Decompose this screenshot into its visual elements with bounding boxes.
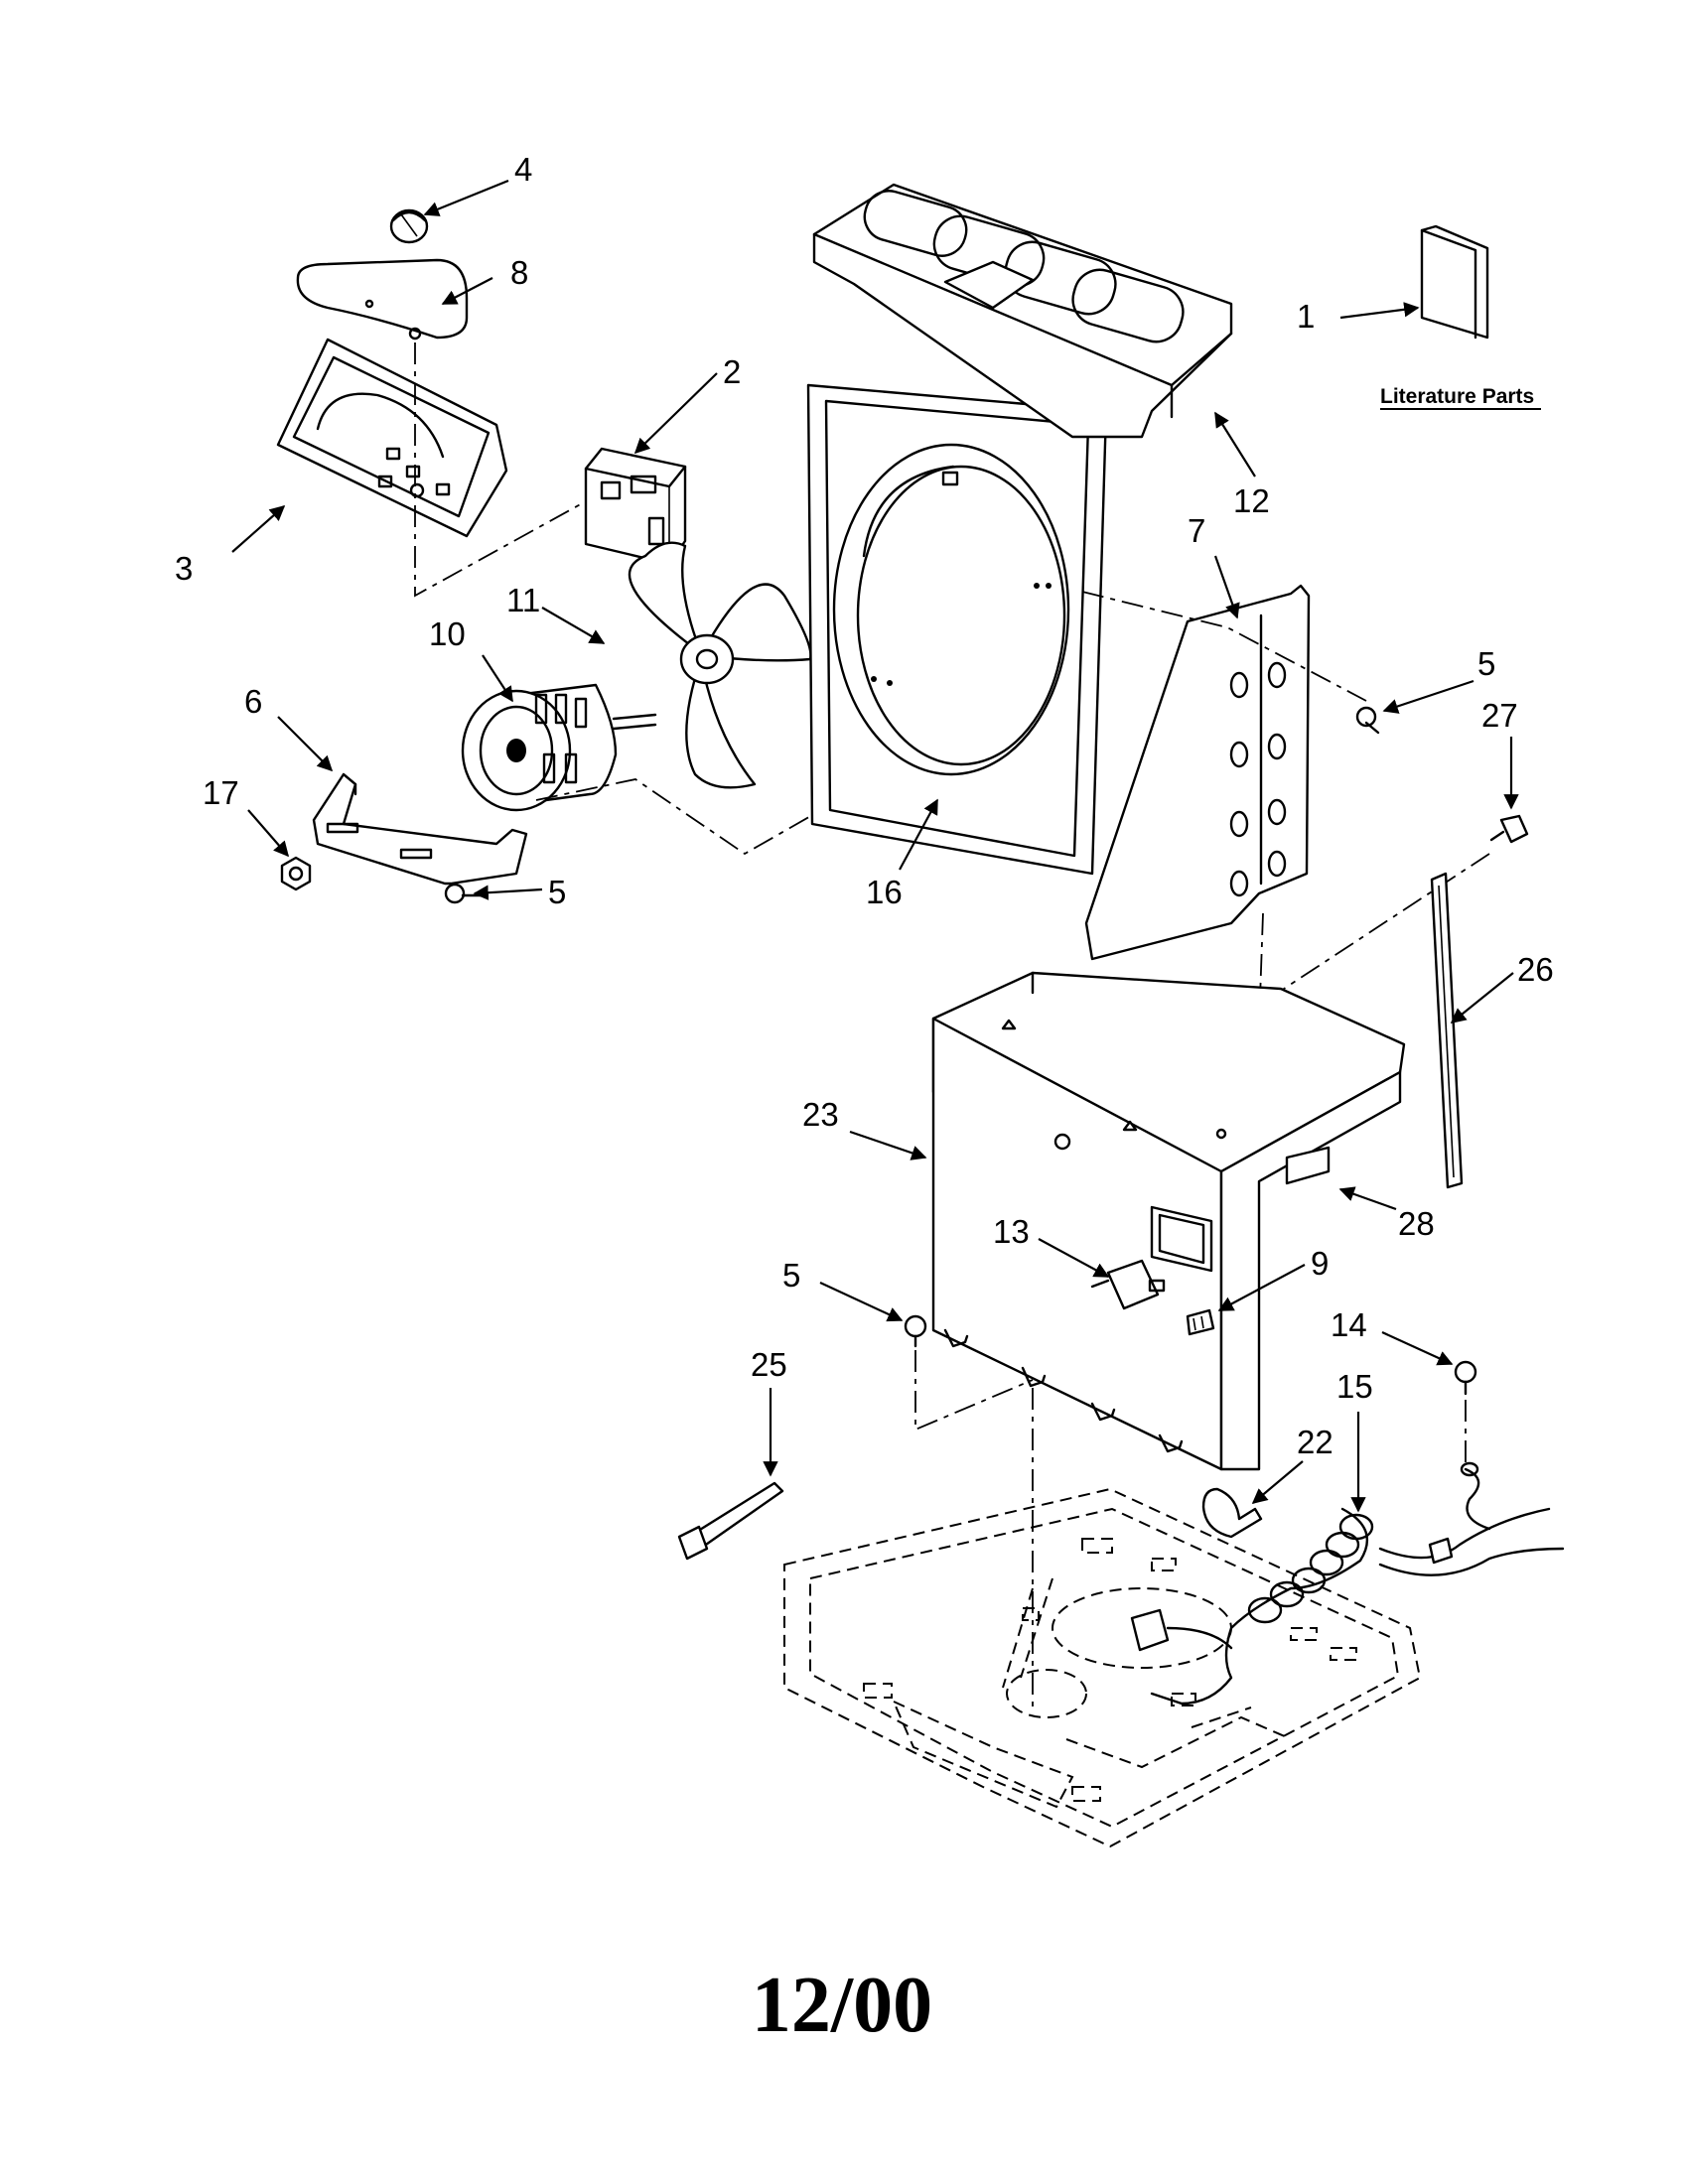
- part-screw-c: [904, 1314, 927, 1348]
- part-control-panel-housing: [276, 338, 508, 538]
- callout-8: 8: [510, 254, 528, 291]
- part-knob: [389, 208, 429, 244]
- callout-9: 9: [1311, 1245, 1329, 1282]
- callout-5-cabinet: 5: [782, 1257, 800, 1294]
- part-fan-blade: [628, 541, 812, 789]
- part-literature: [1420, 224, 1489, 340]
- callout-26: 26: [1517, 951, 1554, 988]
- callout-14: 14: [1331, 1306, 1367, 1343]
- part-motor-bracket: [312, 772, 528, 886]
- part-cable-tie: [677, 1481, 784, 1561]
- part-base-pan: [783, 1487, 1422, 1848]
- part-fan-shroud: [806, 383, 1108, 876]
- part-power-cord: [1130, 1461, 1565, 1706]
- part-switch: [584, 447, 687, 566]
- part-partition: [1084, 584, 1311, 961]
- part-screw-27: [1489, 814, 1529, 844]
- callout-16: 16: [866, 874, 903, 910]
- callout-12: 12: [1233, 482, 1270, 519]
- part-control-overlay: [296, 258, 469, 341]
- callout-6: 6: [244, 683, 262, 720]
- callout-4: 4: [514, 151, 532, 188]
- part-screw-b: [1355, 706, 1380, 735]
- callout-13: 13: [993, 1213, 1030, 1250]
- part-clamp-22: [1201, 1487, 1263, 1539]
- callout-5-partition: 5: [1477, 645, 1495, 682]
- callout-labels: 4 8 2 3 11 10 6 17 5 16 12 1 7 5 27 26 2…: [175, 151, 1554, 1460]
- part-label-28: [1285, 1146, 1331, 1185]
- part-nut: [280, 856, 312, 891]
- callout-1: 1: [1297, 298, 1315, 335]
- callout-15: 15: [1336, 1368, 1373, 1405]
- part-motor: [461, 683, 657, 812]
- part-cabinet: [931, 971, 1406, 1471]
- callout-25: 25: [751, 1346, 787, 1383]
- callout-27: 27: [1481, 697, 1518, 734]
- callout-17: 17: [203, 774, 239, 811]
- part-strip: [1430, 872, 1464, 1189]
- part-switch-13: [1090, 1259, 1166, 1310]
- callout-10: 10: [429, 615, 466, 652]
- callout-23: 23: [802, 1096, 839, 1133]
- callout-28: 28: [1398, 1205, 1435, 1242]
- callout-22: 22: [1297, 1424, 1333, 1460]
- part-top-cover: [812, 183, 1233, 439]
- callout-5-motor-bracket: 5: [548, 874, 566, 910]
- part-screw-14: [1454, 1360, 1477, 1396]
- callout-leaders: [231, 179, 1519, 1513]
- callout-7: 7: [1188, 512, 1205, 549]
- callout-3: 3: [175, 550, 193, 587]
- literature-parts-label: Literature Parts: [1380, 385, 1534, 408]
- date-code: 12/00: [751, 1962, 933, 2049]
- callout-2: 2: [723, 353, 741, 390]
- callout-11: 11: [506, 582, 540, 618]
- part-connector-9: [1186, 1308, 1215, 1336]
